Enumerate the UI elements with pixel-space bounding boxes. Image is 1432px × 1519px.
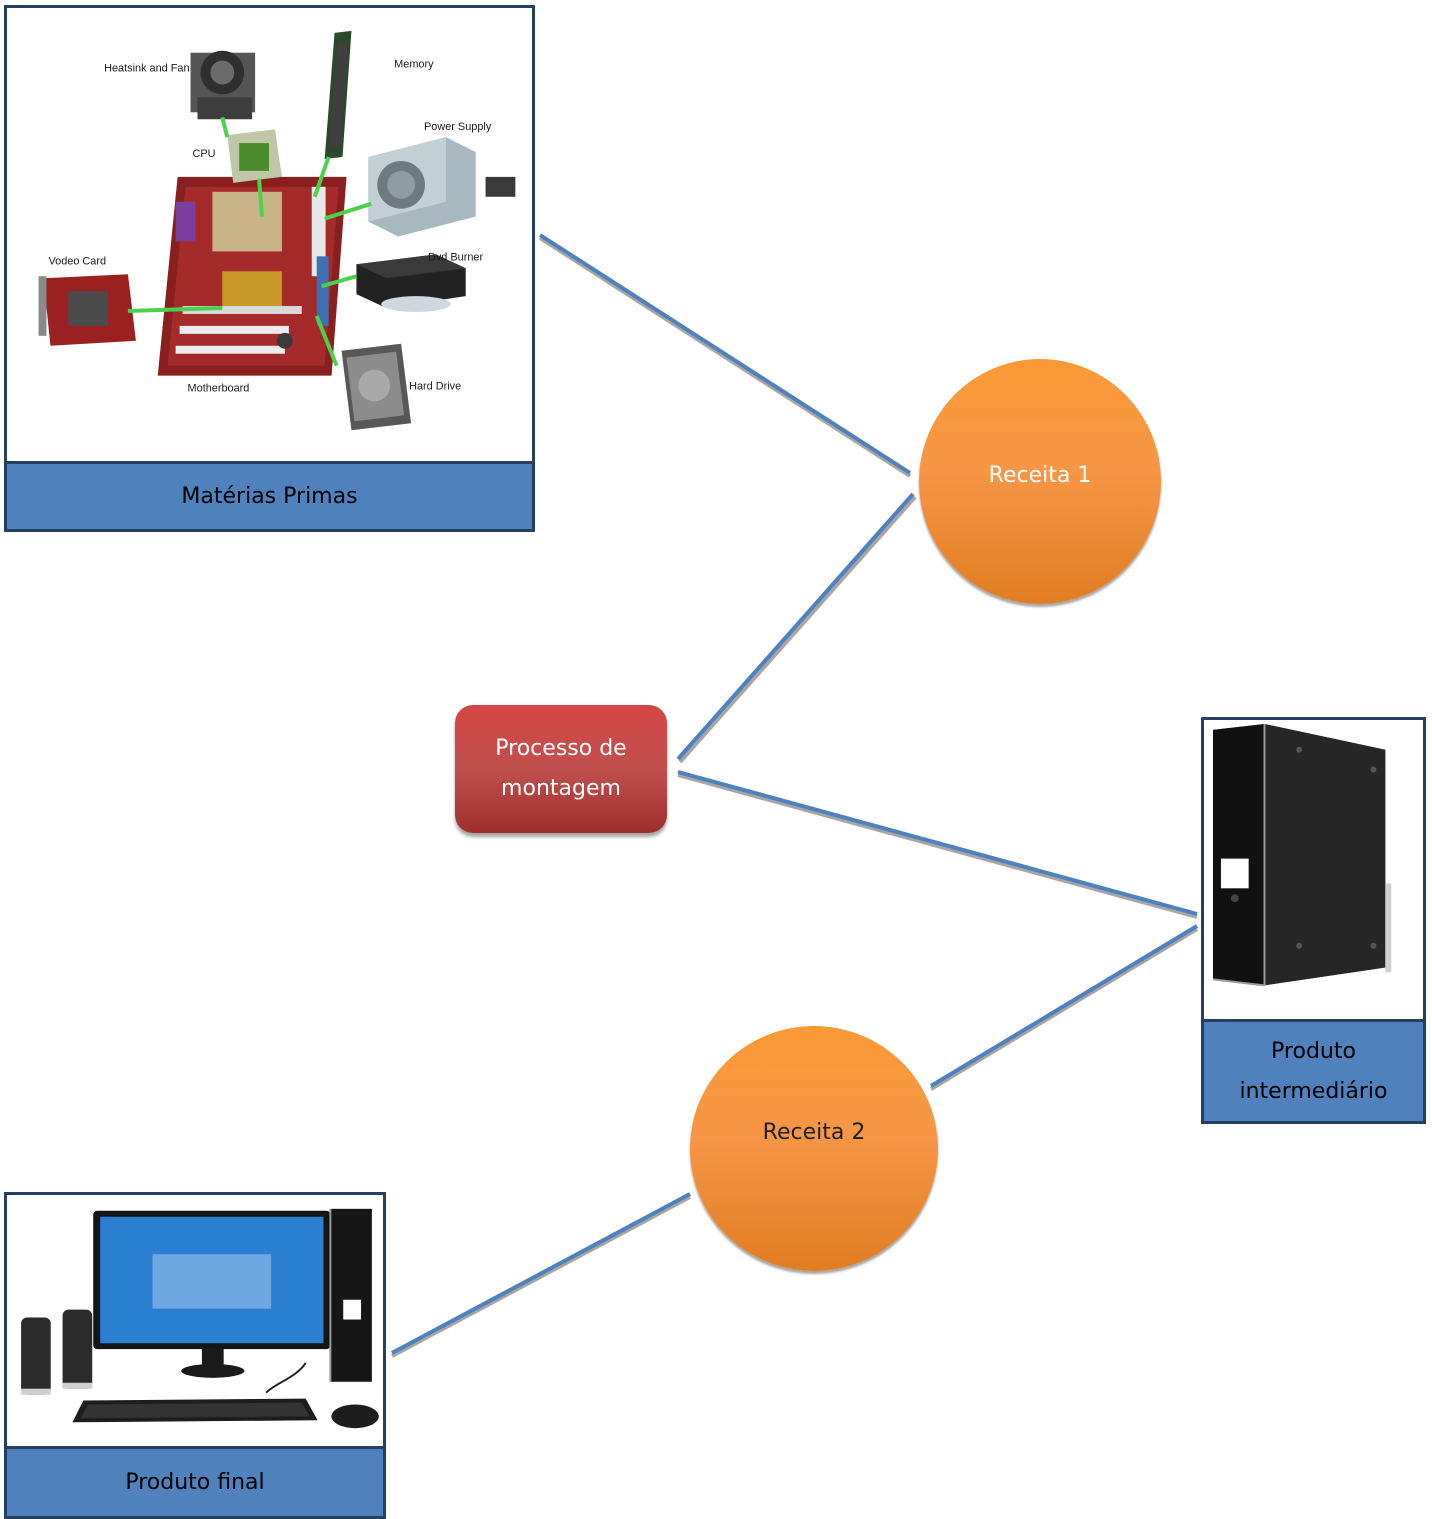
intermediate-product-caption: Produto intermediário (1204, 1019, 1423, 1121)
video-card-icon (38, 274, 136, 346)
heatsink-icon (190, 50, 256, 120)
label-dvd: Dvd Burner (428, 251, 484, 263)
edge-recipe-2-to-final (391, 1192, 691, 1358)
edge-raw-to-recipe-1 (538, 233, 912, 478)
label-hard-drive: Hard Drive (409, 380, 461, 392)
label-heatsink: Heatsink and Fan (104, 63, 189, 75)
assembly-process-node: Processo de montagem (455, 705, 667, 833)
edge-intermediate-to-recipe-2 (929, 924, 1199, 1091)
computer-tower-photo (1204, 720, 1423, 1019)
recipe-1-label: Receita 1 (988, 463, 1092, 488)
tower-icon (329, 1208, 372, 1382)
edge-process-to-intermediate (677, 770, 1198, 919)
recipe-1-node: Receita 1 (919, 359, 1161, 604)
final-product-card: Produto final (4, 1192, 386, 1519)
motherboard-icon (157, 176, 347, 376)
raw-materials-caption: Matérias Primas (7, 461, 532, 529)
keyboard-icon (72, 1398, 318, 1423)
label-power-supply: Power Supply (424, 121, 492, 133)
hard-drive-icon (341, 343, 412, 431)
assembly-process-label-line2: montagem (501, 776, 621, 801)
label-cpu: CPU (193, 148, 216, 160)
intermediate-product-caption-line2: intermediário (1239, 1078, 1388, 1104)
cpu-icon (227, 129, 282, 183)
assembly-process-label-line1: Processo de (495, 736, 627, 761)
label-motherboard: Motherboard (188, 382, 250, 394)
mouse-icon (331, 1404, 379, 1429)
edge-recipe-1-to-process (676, 492, 917, 764)
recipe-2-label: Receita 2 (762, 1120, 866, 1145)
pointer-lines (127, 116, 372, 367)
computer-parts-photo: Heatsink and Fan Memory Power Supply CPU… (7, 8, 532, 461)
computer-tower-icon (1212, 723, 1392, 987)
label-video-card: Vodeo Card (48, 255, 106, 267)
computer-parts-illustration: Heatsink and Fan Memory Power Supply CPU… (38, 30, 516, 431)
label-memory: Memory (394, 59, 434, 71)
intermediate-product-card: Produto intermediário (1201, 717, 1426, 1124)
intermediate-product-caption-line1: Produto (1271, 1038, 1356, 1064)
final-product-caption: Produto final (7, 1446, 383, 1516)
speaker-icon (21, 1309, 93, 1395)
desktop-computer-photo (7, 1195, 383, 1446)
memory-icon (324, 30, 352, 160)
recipe-2-node: Receita 2 (690, 1026, 938, 1271)
monitor-icon (93, 1210, 331, 1378)
desktop-computer-icon (21, 1208, 379, 1429)
power-supply-icon (368, 137, 516, 237)
dvd-burner-icon (356, 254, 466, 312)
raw-materials-card: Heatsink and Fan Memory Power Supply CPU… (4, 5, 535, 532)
